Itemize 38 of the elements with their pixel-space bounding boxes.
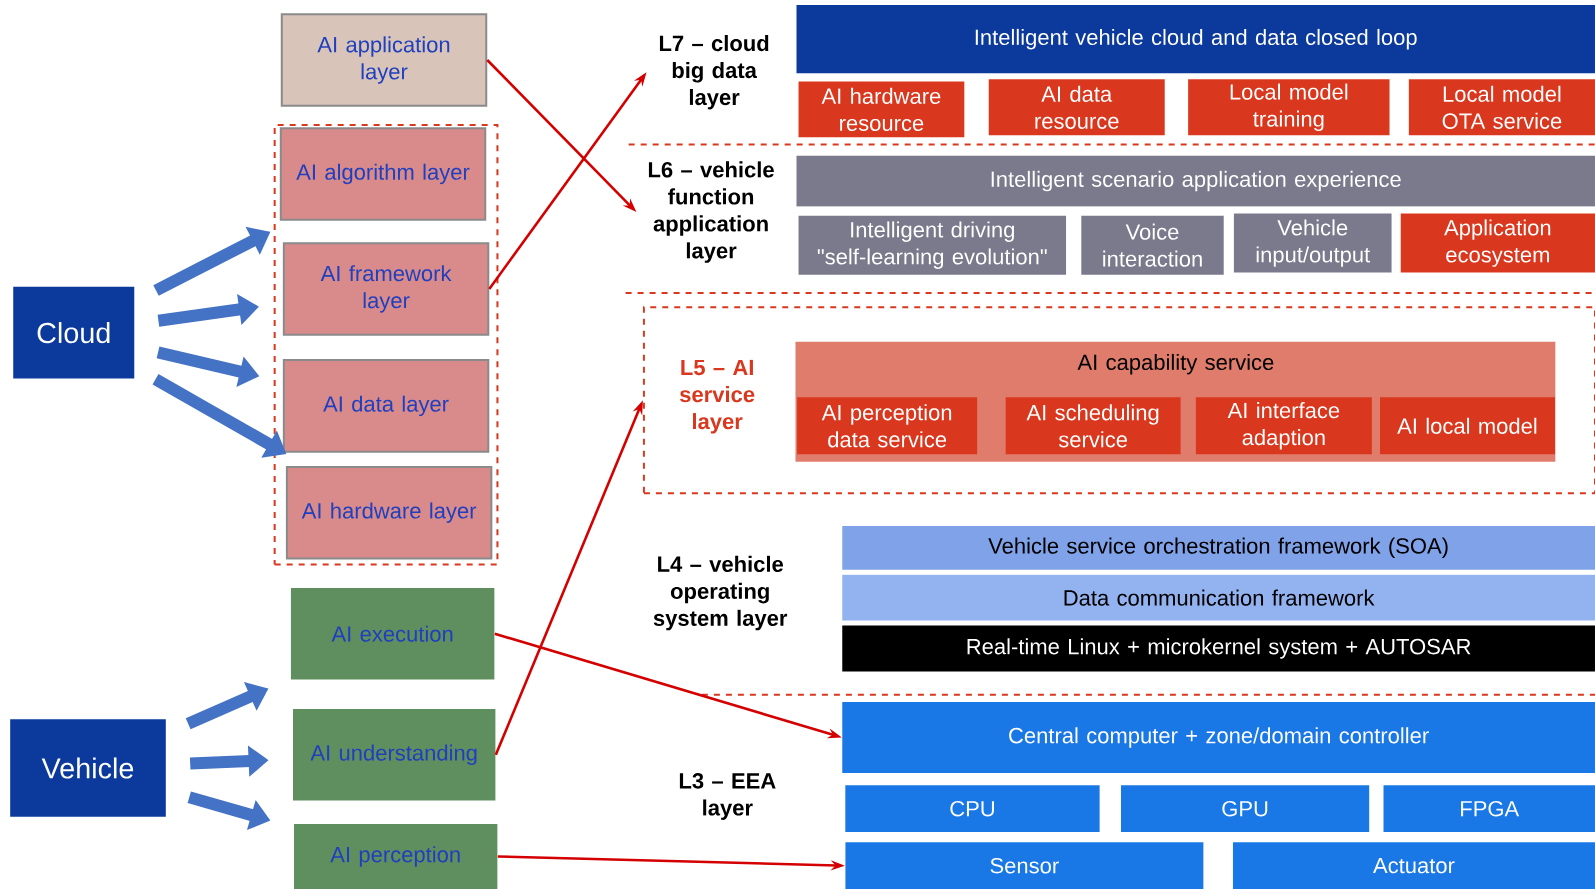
- hardware-box: GPU: [1121, 785, 1370, 833]
- layer-label: L4 – vehicle operating system layer: [653, 555, 788, 631]
- service-box: Intelligent driving "self-learning evolution": [798, 215, 1067, 275]
- layer-box: AI execution: [290, 587, 495, 680]
- layer-box: AI perception: [294, 823, 498, 889]
- layer-box: AI application layer: [280, 13, 488, 107]
- layer-label: L6 – vehicle function application layer: [648, 161, 774, 263]
- layer-box: AI understanding: [293, 709, 496, 801]
- service-box: Vehicle input/output: [1233, 213, 1392, 273]
- hardware-box: FPGA: [1383, 785, 1595, 833]
- layer-band: Vehicle service orchestration framework (SOA): [842, 525, 1595, 570]
- service-box: AI scheduling service: [1005, 397, 1181, 455]
- layer-box: AI algorithm layer: [279, 127, 487, 221]
- hardware-box: Sensor: [845, 842, 1204, 889]
- label-box: Vehicle: [10, 719, 166, 817]
- service-box: AI local model: [1380, 397, 1555, 455]
- layer-label: L3 – EEA layer: [679, 773, 776, 820]
- layer-box: AI framework layer: [282, 242, 490, 336]
- hardware-box: Central computer + zone/domain controller: [842, 701, 1595, 774]
- service-box: Voice interaction: [1081, 215, 1224, 275]
- layer-band: Data communication framework: [842, 574, 1595, 621]
- layer-band: Intelligent vehicle cloud and data closed loop: [796, 5, 1595, 74]
- layer-box: AI hardware layer: [285, 465, 493, 560]
- layer-band: Real-time Linux + microkernel system + AUTOSAR: [842, 625, 1595, 672]
- layer-box: AI data layer: [282, 359, 490, 453]
- service-box: Local model OTA service: [1408, 79, 1595, 136]
- service-box: Application ecosystem: [1400, 213, 1595, 273]
- layer-band: Intelligent scenario application experience: [796, 155, 1595, 207]
- label-box: Cloud: [13, 286, 135, 379]
- layer-label: L7 – cloud big data layer: [659, 34, 769, 110]
- service-box: AI interface adaption: [1195, 397, 1372, 455]
- service-box: AI perception data service: [797, 397, 978, 455]
- hardware-box: CPU: [845, 785, 1100, 833]
- service-box: AI data resource: [988, 79, 1165, 136]
- service-box: Local model training: [1188, 79, 1390, 136]
- dashed-frame: [273, 124, 499, 566]
- service-box: AI hardware resource: [798, 81, 965, 138]
- hardware-box: Actuator: [1232, 842, 1595, 889]
